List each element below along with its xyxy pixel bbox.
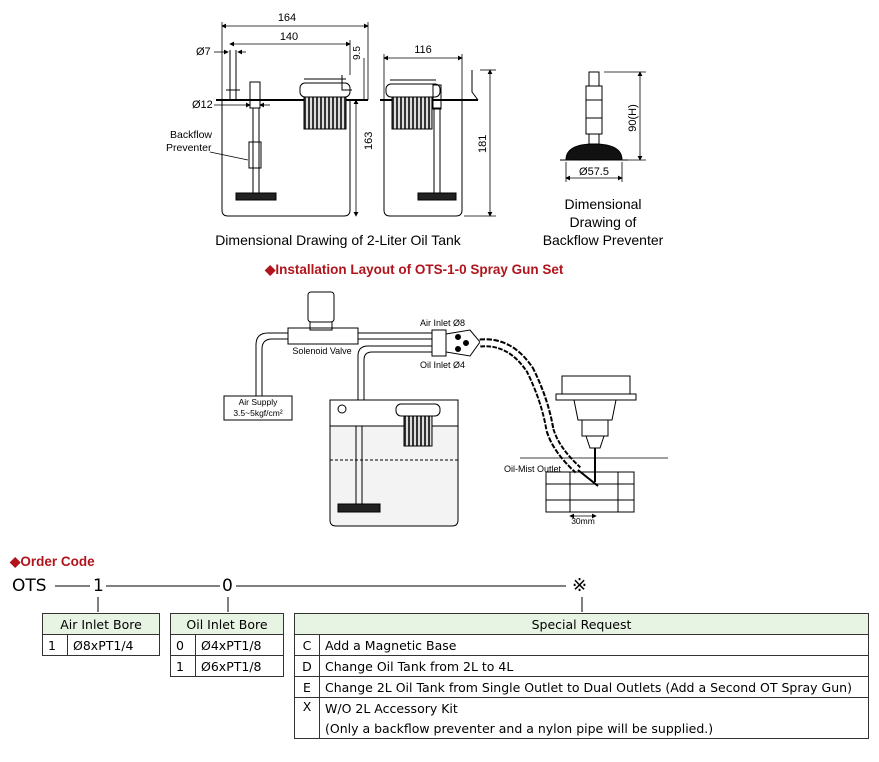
backflow-label-line1: Backflow xyxy=(170,129,212,141)
order-code-heading: ◆Order Code xyxy=(10,554,95,570)
special-value-note: (Only a backflow preventer and a nylon p… xyxy=(319,718,869,739)
dim-164: 164 xyxy=(278,12,296,24)
preventer-caption-line1: Dimensional xyxy=(564,196,641,212)
oil-inlet-label: Oil Inlet Ø4 xyxy=(420,360,465,370)
distance-label: 30mm xyxy=(571,516,595,526)
tank-side-view xyxy=(380,70,479,217)
dim-181: 181 xyxy=(477,135,489,153)
oil-inlet-code: 1 xyxy=(170,655,196,677)
table-row: D Change Oil Tank from 2L to 4L xyxy=(294,655,869,677)
table-row: X W/O 2L Accessory Kit xyxy=(294,697,869,739)
preventer-diameter: Ø57.5 xyxy=(579,166,609,178)
order-prefix: OTS xyxy=(12,576,47,596)
backflow-preventer-drawing xyxy=(560,71,628,161)
tank-front-view xyxy=(216,50,368,217)
oil-inlet-value: Ø4xPT1/8 xyxy=(195,634,284,656)
dim-phi12: Ø12 xyxy=(192,99,213,111)
oil-inlet-header: Oil Inlet Bore xyxy=(170,613,284,635)
air-inlet-table: Air Inlet Bore 1 Ø8xPT1/4 xyxy=(42,613,160,656)
dim-9-5: 9.5 xyxy=(352,46,363,60)
oil-inlet-code: 0 xyxy=(170,634,196,656)
table-row: 1 Ø8xPT1/4 xyxy=(42,634,160,656)
dim-163: 163 xyxy=(363,132,375,150)
special-request-table: Special Request C Add a Magnetic Base D … xyxy=(294,613,869,739)
preventer-height: 90(H) xyxy=(627,104,639,132)
air-inlet-value: Ø8xPT1/4 xyxy=(67,634,160,656)
table-row: C Add a Magnetic Base xyxy=(294,634,869,656)
installation-heading: ◆Installation Layout of OTS-1-0 Spray Gu… xyxy=(265,262,563,278)
air-supply-pressure: 3.5~5kgf/cm² xyxy=(233,408,283,418)
order-code-title: Order Code xyxy=(20,554,95,569)
table-row: 0 Ø4xPT1/8 xyxy=(170,634,284,656)
preventer-caption-line3: Backflow Preventer xyxy=(543,232,664,248)
table-row: 1 Ø6xPT1/8 xyxy=(170,655,284,677)
special-code: C xyxy=(294,634,320,656)
special-code: X xyxy=(294,697,320,739)
table-row: E Change 2L Oil Tank from Single Outlet … xyxy=(294,676,869,698)
technical-drawings: 164 140 Ø7 9.5 Ø12 163 Backflow Prevente… xyxy=(166,12,668,527)
order-pos1: 1 xyxy=(93,576,104,596)
diamond-icon: ◆ xyxy=(10,554,21,569)
installation-title: Installation Layout of OTS-1-0 Spray Gun… xyxy=(275,262,564,277)
dim-116: 116 xyxy=(414,44,432,56)
tank-caption: Dimensional Drawing of 2-Liter Oil Tank xyxy=(215,232,462,248)
diamond-icon: ◆ xyxy=(265,262,276,277)
backflow-label-line2: Preventer xyxy=(166,142,212,154)
special-request-header: Special Request xyxy=(294,613,869,635)
air-inlet-label: Air Inlet Ø8 xyxy=(420,318,465,328)
table-row: (Only a backflow preventer and a nylon p… xyxy=(295,718,869,739)
special-value: Add a Magnetic Base xyxy=(319,634,869,656)
air-inlet-header: Air Inlet Bore xyxy=(42,613,160,635)
order-pos2: 0 xyxy=(222,576,233,596)
solenoid-label: Solenoid Valve xyxy=(292,346,351,356)
special-value: Change 2L Oil Tank from Single Outlet to… xyxy=(319,676,869,698)
special-code: E xyxy=(294,676,320,698)
installation-layout xyxy=(223,291,668,527)
air-inlet-code: 1 xyxy=(42,634,68,656)
dim-140: 140 xyxy=(280,31,298,43)
special-value: W/O 2L Accessory Kit xyxy=(319,697,869,718)
preventer-caption-line2: Drawing of xyxy=(570,214,637,230)
order-pos3: ※ xyxy=(572,575,588,596)
air-supply-label: Air Supply xyxy=(239,397,278,407)
dim-phi7: Ø7 xyxy=(196,46,211,58)
mist-outlet-label: Oil-Mist Outlet xyxy=(504,464,562,474)
special-code: D xyxy=(294,655,320,677)
oil-inlet-value: Ø6xPT1/8 xyxy=(195,655,284,677)
oil-inlet-table: Oil Inlet Bore 0 Ø4xPT1/8 1 Ø6xPT1/8 xyxy=(170,613,284,677)
special-value: Change Oil Tank from 2L to 4L xyxy=(319,655,869,677)
